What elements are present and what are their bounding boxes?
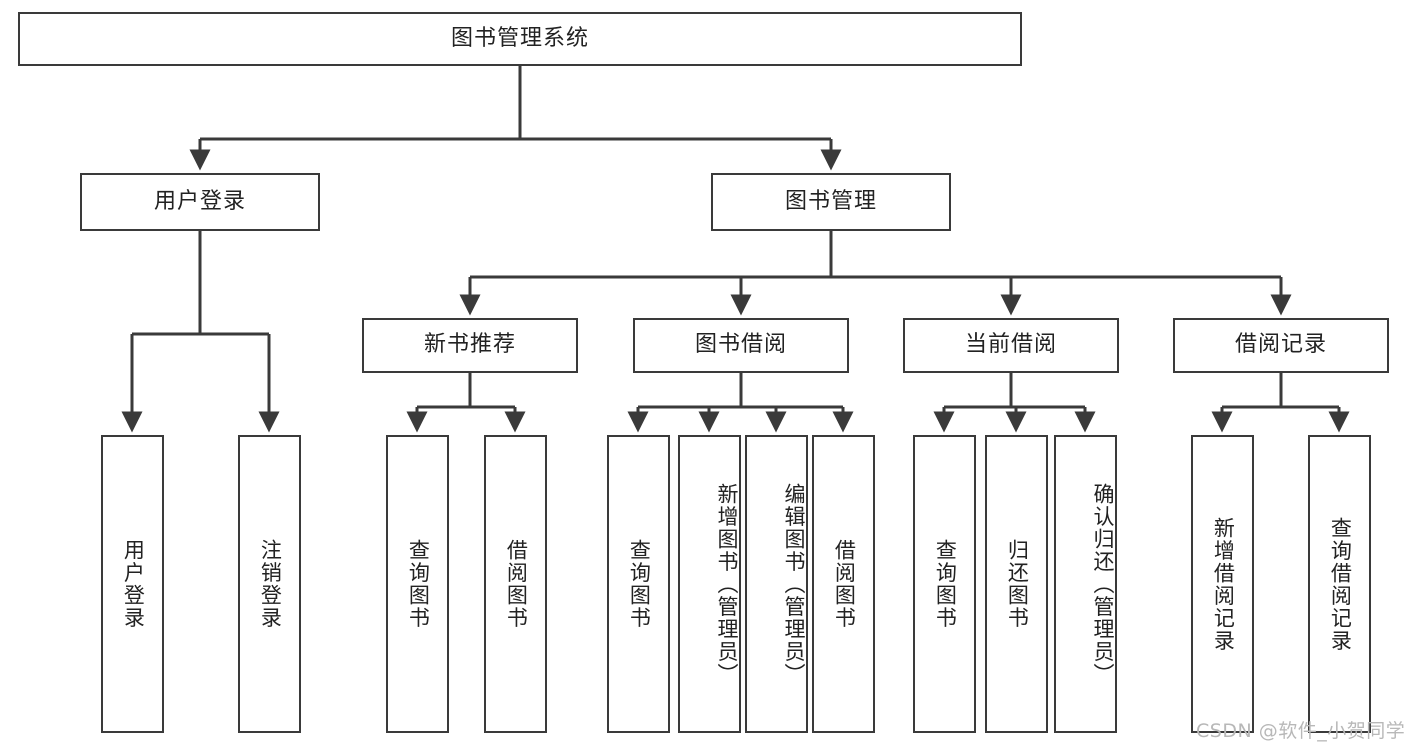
leaf-add-book-admin[interactable]: 新增图书（管理员） [678,435,741,733]
node-user-login[interactable]: 用户登录 [80,173,320,231]
node-borrow-record[interactable]: 借阅记录 [1173,318,1389,373]
leaf-edit-book-admin[interactable]: 编辑图书（管理员） [745,435,808,733]
leaf-add-borrow-record[interactable]: 新增借阅记录 [1191,435,1254,733]
node-book-borrow[interactable]: 图书借阅 [633,318,849,373]
node-new-book-recommend[interactable]: 新书推荐 [362,318,578,373]
leaf-borrow-book[interactable]: 借阅图书 [812,435,875,733]
leaf-query-book-borrow[interactable]: 查询图书 [607,435,670,733]
node-current-borrow[interactable]: 当前借阅 [903,318,1119,373]
leaf-return-book[interactable]: 归还图书 [985,435,1048,733]
leaf-query-borrow-record[interactable]: 查询借阅记录 [1308,435,1371,733]
leaf-confirm-return-admin[interactable]: 确认归还（管理员） [1054,435,1117,733]
node-root[interactable]: 图书管理系统 [18,12,1022,66]
leaf-query-book-current[interactable]: 查询图书 [913,435,976,733]
leaf-logout[interactable]: 注销登录 [238,435,301,733]
leaf-borrow-book-new[interactable]: 借阅图书 [484,435,547,733]
node-book-manage[interactable]: 图书管理 [711,173,951,231]
leaf-query-book-new[interactable]: 查询图书 [386,435,449,733]
leaf-user-login[interactable]: 用户登录 [101,435,164,733]
